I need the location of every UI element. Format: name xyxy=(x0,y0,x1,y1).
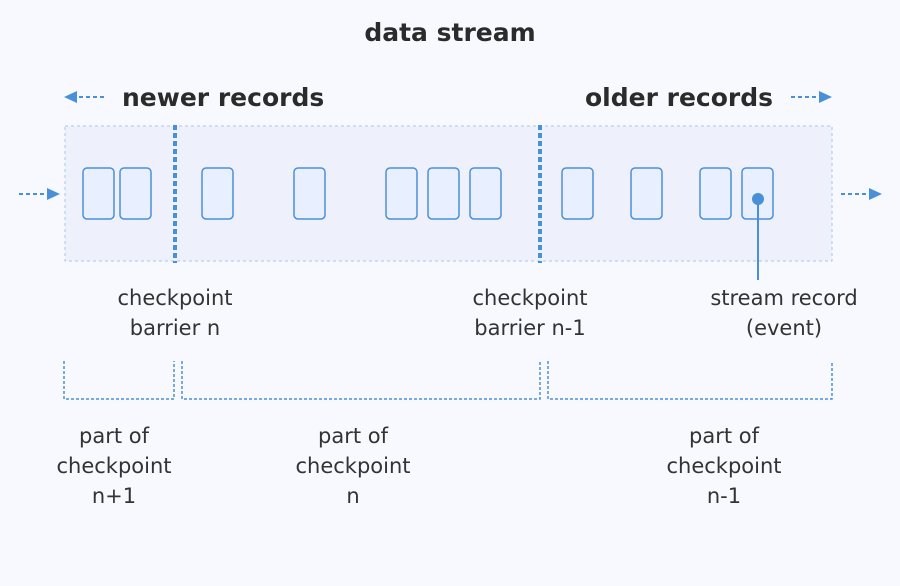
part-of-checkpoint-n-minus-1-label: part of checkpoint n-1 xyxy=(649,421,799,511)
part-label-line: part of xyxy=(689,424,759,448)
stream-record xyxy=(561,167,594,220)
checkpoint-barrier-n-label: checkpoint barrier n xyxy=(95,283,255,343)
record-label-line: (event) xyxy=(745,316,823,340)
checkpoint-n-minus-1-bracket xyxy=(547,361,833,400)
stream-record xyxy=(82,167,115,220)
checkpoint-barrier-n-1-label: checkpoint barrier n-1 xyxy=(450,283,610,343)
part-of-checkpoint-n-plus-1-label: part of checkpoint n+1 xyxy=(39,421,189,511)
part-label-line: n-1 xyxy=(706,484,742,508)
stream-record xyxy=(699,167,732,220)
stream-record xyxy=(119,167,152,220)
barrier-label-line: barrier n-1 xyxy=(474,316,586,340)
stream-record xyxy=(630,167,663,220)
part-label-line: checkpoint xyxy=(295,454,411,478)
checkpoint-n-bracket xyxy=(181,361,541,400)
barrier-label-line: checkpoint xyxy=(472,286,588,310)
part-label-line: part of xyxy=(79,424,149,448)
stream-output-arrow xyxy=(841,188,882,200)
barrier-label-line: checkpoint xyxy=(117,286,233,310)
stream-record xyxy=(469,167,502,220)
part-label-line: part of xyxy=(318,424,388,448)
stream-input-arrow xyxy=(19,188,60,200)
stream-record xyxy=(385,167,418,220)
newer-records-label: newer records xyxy=(122,83,325,112)
newer-direction-arrow xyxy=(64,91,104,103)
part-label-line: checkpoint xyxy=(56,454,172,478)
part-of-checkpoint-n-label: part of checkpoint n xyxy=(278,421,428,511)
stream-record xyxy=(293,167,326,220)
stream-record-label: stream record (event) xyxy=(694,283,874,343)
part-label-line: n xyxy=(346,484,360,508)
record-label-line: stream record xyxy=(710,286,858,310)
diagram-title: data stream xyxy=(364,18,536,47)
checkpoint-n-plus-1-bracket xyxy=(63,361,175,400)
stream-record xyxy=(427,167,460,220)
barrier-label-line: barrier n xyxy=(129,316,221,340)
older-direction-arrow xyxy=(791,91,832,103)
part-label-line: checkpoint xyxy=(666,454,782,478)
part-label-line: n+1 xyxy=(91,484,137,508)
stream-record xyxy=(201,167,234,220)
older-records-label: older records xyxy=(584,83,773,112)
